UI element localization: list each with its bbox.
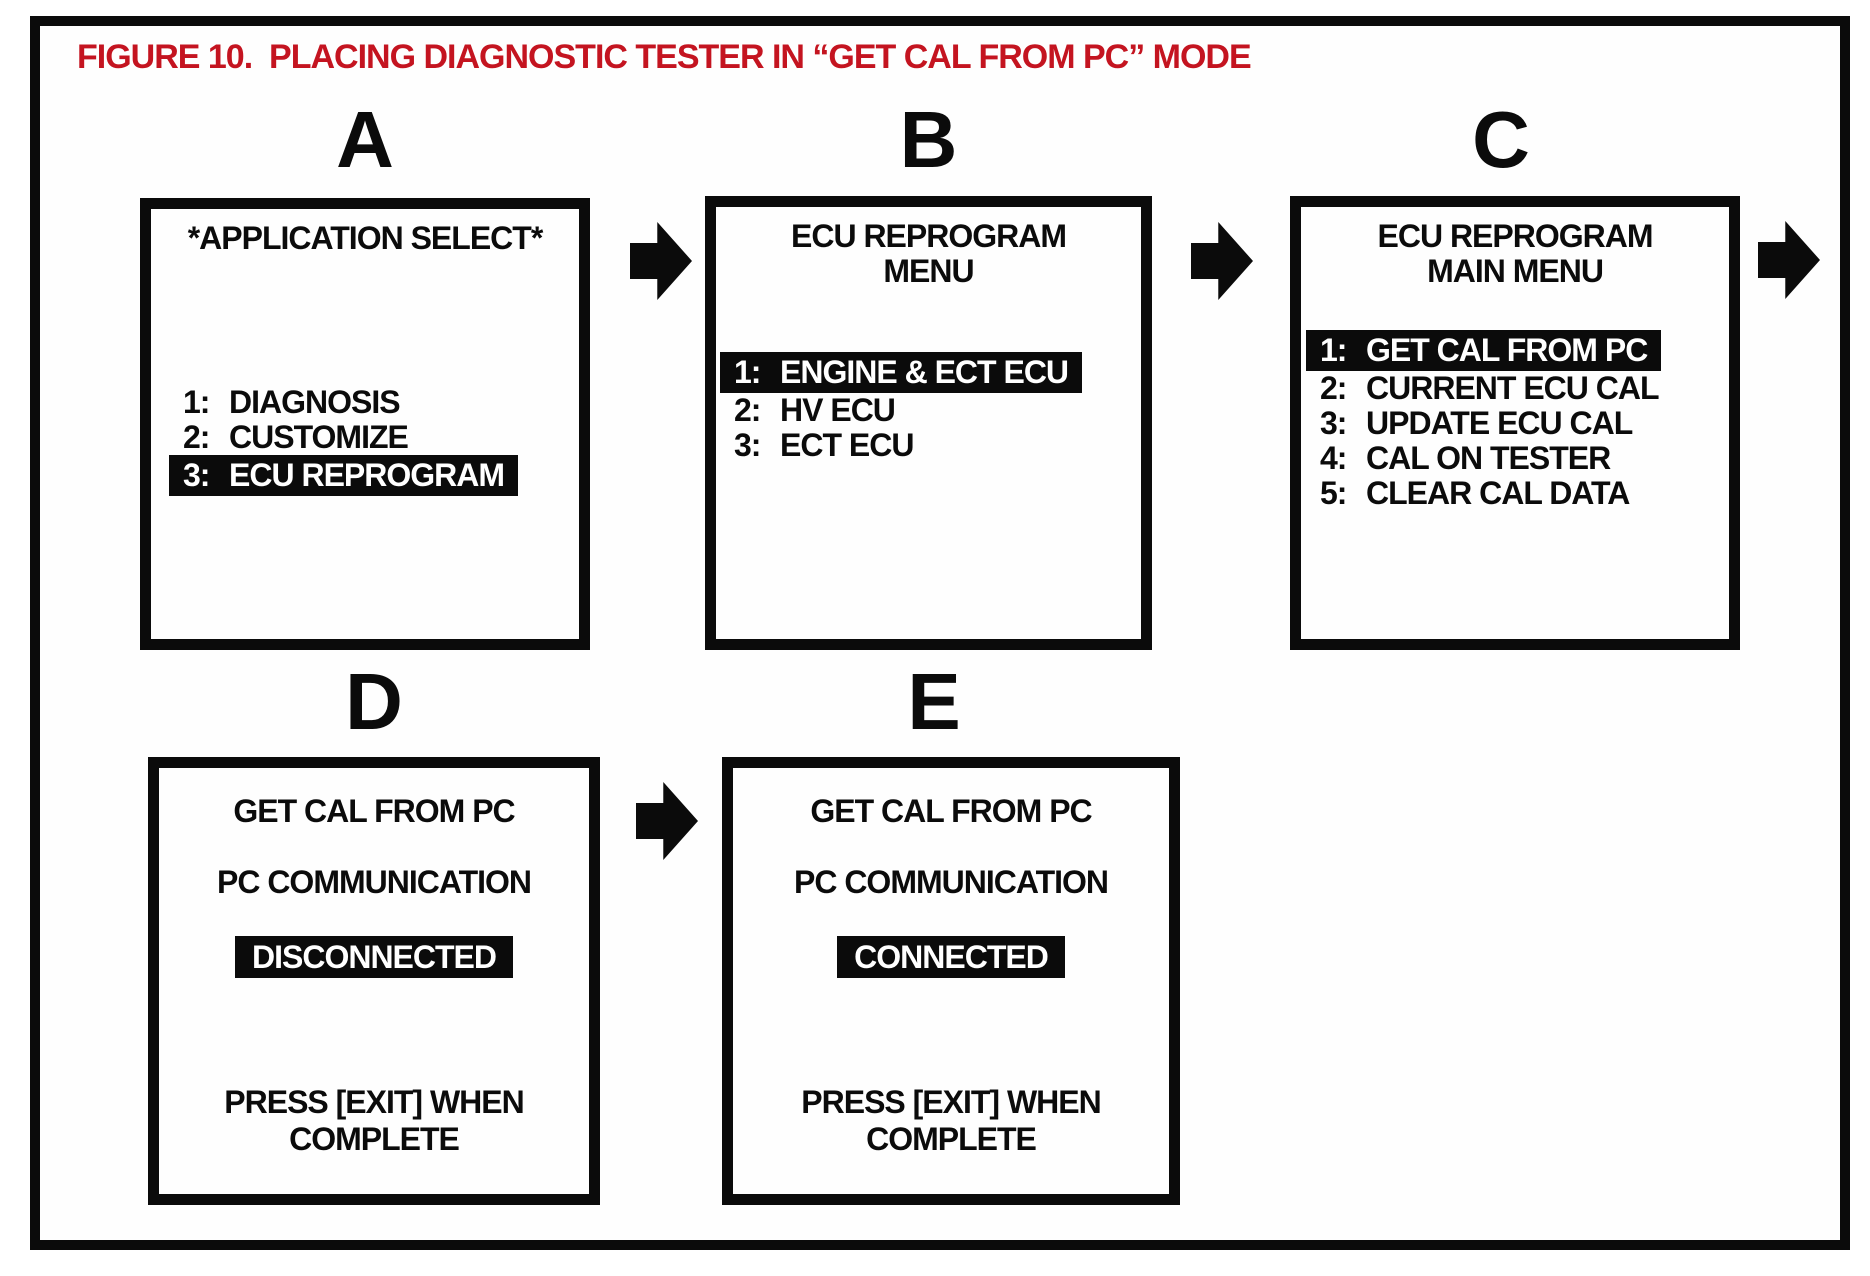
- panel-label-b: B: [899, 95, 958, 184]
- screen-title: ECU REPROGRAM MAIN MENU: [1301, 219, 1729, 289]
- status-row: CONNECTED: [733, 936, 1169, 978]
- menu-item-number: 1:: [734, 354, 761, 390]
- menu-item-ecu-reprogram-selected: 3: ECU REPROGRAM: [169, 455, 519, 496]
- screen-footer: PRESS [EXIT] WHEN COMPLETE: [159, 1084, 589, 1158]
- menu-item-label: UPDATE ECU CAL: [1366, 405, 1633, 441]
- screen-title-line: ECU REPROGRAM: [1377, 218, 1653, 254]
- panel-label-e: E: [907, 657, 961, 746]
- panel-label-a: A: [336, 95, 394, 184]
- screen-footer: PRESS [EXIT] WHEN COMPLETE: [733, 1084, 1169, 1158]
- screen-title-line: ECU REPROGRAM: [790, 218, 1067, 254]
- menu-item-label: ECT ECU: [780, 427, 914, 463]
- menu-item-label: CLEAR CAL DATA: [1366, 475, 1630, 511]
- menu-item-label: CURRENT ECU CAL: [1366, 370, 1660, 406]
- screen-line-get-cal-from-pc: GET CAL FROM PC: [233, 793, 515, 829]
- status-badge-connected: CONNECTED: [837, 936, 1065, 978]
- screen-line-pc-communication: PC COMMUNICATION: [216, 864, 532, 900]
- panel-label-c: C: [1472, 95, 1530, 184]
- screen-title-line: *APPLICATION SELECT*: [187, 220, 544, 256]
- screen-footer-line: COMPLETE: [289, 1121, 460, 1157]
- screen-title: ECU REPROGRAM MENU: [716, 219, 1141, 289]
- menu-item-current-ecu-cal: 2: CURRENT ECU CAL: [1306, 371, 1673, 406]
- menu-item-number: 5:: [1320, 475, 1347, 511]
- menu-item-label: HV ECU: [780, 392, 896, 428]
- menu-item-label: GET CAL FROM PC: [1366, 332, 1648, 368]
- tester-screen-application-select: *APPLICATION SELECT* 1: DIAGNOSIS 2: CUSTO…: [140, 198, 590, 650]
- menu-item-number: 2:: [1320, 370, 1347, 406]
- screen-title-line: MENU: [883, 253, 974, 289]
- status-row: DISCONNECTED: [159, 936, 589, 978]
- menu-item-number: 3:: [1320, 405, 1347, 441]
- menu-item-update-ecu-cal: 3: UPDATE ECU CAL: [1306, 406, 1646, 441]
- screen-footer-line: PRESS [EXIT] WHEN: [801, 1084, 1101, 1120]
- menu-list: 1: ENGINE & ECT ECU 2: HV ECU 3: ECT ECU: [720, 352, 1083, 463]
- menu-item-number: 1:: [1320, 332, 1347, 368]
- menu-item-cal-on-tester: 4: CAL ON TESTER: [1306, 441, 1624, 476]
- menu-item-number: 4:: [1320, 440, 1347, 476]
- screen-title-line: MAIN MENU: [1427, 253, 1604, 289]
- tester-screen-ecu-reprogram-main-menu: ECU REPROGRAM MAIN MENU 1: GET CAL FROM P…: [1290, 196, 1740, 650]
- figure-title: FIGURE 10. PLACING DIAGNOSTIC TESTER IN …: [77, 38, 1252, 76]
- screen-footer-line: COMPLETE: [866, 1121, 1037, 1157]
- tester-screen-pc-comm-connected: GET CAL FROM PC PC COMMUNICATION CONNECT…: [722, 757, 1180, 1205]
- menu-item-diagnosis: 1: DIAGNOSIS: [169, 385, 414, 420]
- menu-list: 1: DIAGNOSIS 2: CUSTOMIZE 3: ECU REPROGRAM: [169, 385, 519, 496]
- screen-line-pc-communication: PC COMMUNICATION: [793, 864, 1109, 900]
- menu-item-engine-ect-ecu-selected: 1: ENGINE & ECT ECU: [720, 352, 1083, 393]
- menu-item-label: CAL ON TESTER: [1366, 440, 1611, 476]
- panel-label-d: D: [345, 657, 403, 746]
- menu-item-number: 3:: [183, 457, 210, 493]
- menu-list: 1: GET CAL FROM PC 2: CURRENT ECU CAL 3: UP…: [1306, 330, 1673, 511]
- tester-screen-ecu-reprogram-menu: ECU REPROGRAM MENU 1: ENGINE & ECT ECU 2:…: [705, 196, 1152, 650]
- menu-item-clear-cal-data: 5: CLEAR CAL DATA: [1306, 476, 1643, 511]
- menu-item-number: 2:: [734, 392, 761, 428]
- screen-title: *APPLICATION SELECT*: [151, 221, 579, 256]
- menu-item-label: ECU REPROGRAM: [229, 457, 505, 493]
- menu-item-get-cal-from-pc-selected: 1: GET CAL FROM PC: [1306, 330, 1662, 371]
- menu-item-number: 3:: [734, 427, 761, 463]
- menu-item-label: DIAGNOSIS: [229, 384, 401, 420]
- menu-item-customize: 2: CUSTOMIZE: [169, 420, 422, 455]
- tester-screen-pc-comm-disconnected: GET CAL FROM PC PC COMMUNICATION DISCONN…: [148, 757, 600, 1205]
- menu-item-label: ENGINE & ECT ECU: [780, 354, 1069, 390]
- status-badge-disconnected: DISCONNECTED: [234, 936, 513, 978]
- menu-item-number: 2:: [183, 419, 210, 455]
- menu-item-label: CUSTOMIZE: [229, 419, 409, 455]
- screen-footer-line: PRESS [EXIT] WHEN: [224, 1084, 524, 1120]
- menu-item-number: 1:: [183, 384, 210, 420]
- screen-line-get-cal-from-pc: GET CAL FROM PC: [810, 793, 1092, 829]
- menu-item-ect-ecu: 3: ECT ECU: [720, 428, 927, 463]
- menu-item-hv-ecu: 2: HV ECU: [720, 393, 909, 428]
